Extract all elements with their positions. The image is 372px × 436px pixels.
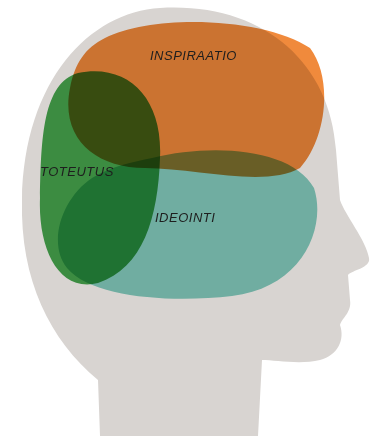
region-label: IDEOINTI — [155, 210, 215, 226]
region-label: TOTEUTUS — [40, 164, 114, 180]
head-shape — [22, 8, 369, 436]
region-label: INSPIRAATIO — [150, 48, 237, 64]
region-fill — [58, 150, 317, 299]
